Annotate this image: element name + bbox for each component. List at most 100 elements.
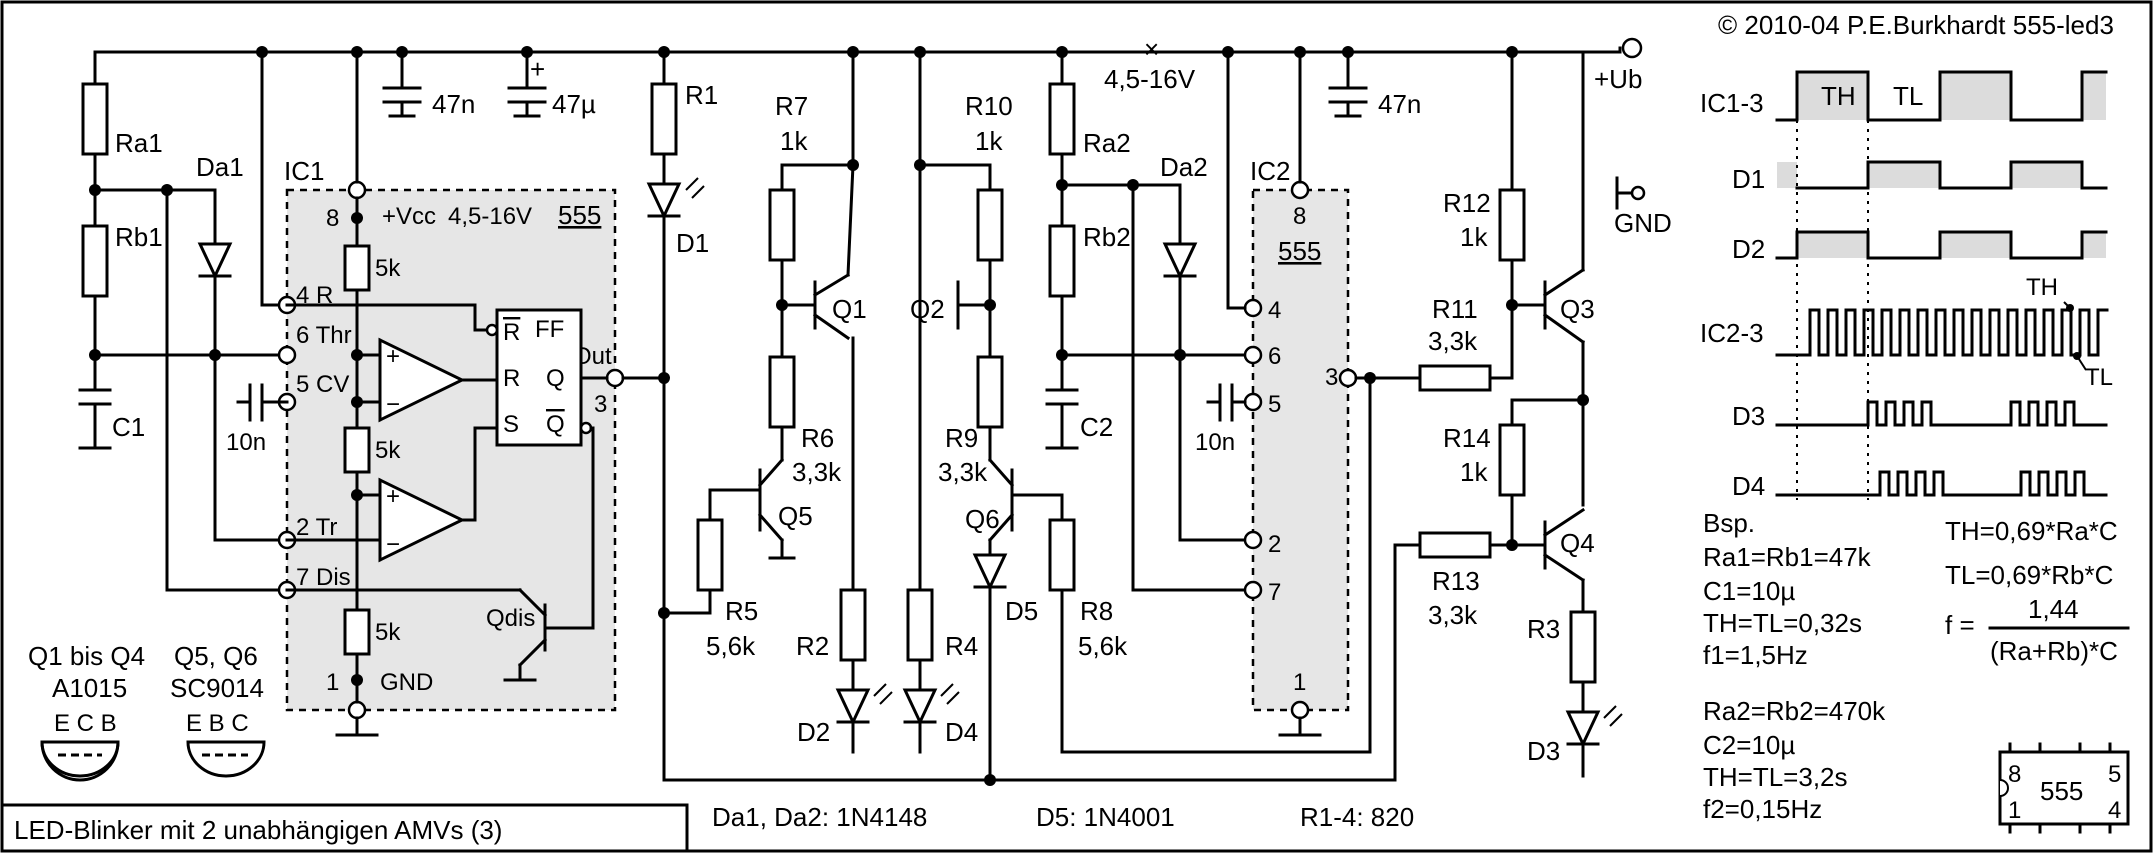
diode-da2 (1162, 242, 1198, 280)
d3-waveform (1775, 400, 2108, 427)
ic1-box (285, 188, 617, 712)
ic2-pin3: 3 (1325, 364, 1338, 391)
label-q2: Q2 (910, 294, 945, 324)
copyright: © 2010-04 P.E.Burkhardt 555-led3 (1718, 10, 2114, 40)
label-rb2: Rb2 (1083, 222, 1131, 252)
ic1-divider-r1 (343, 244, 371, 292)
label-r6: R6 (801, 423, 834, 453)
pinout-p1: 1 (2008, 797, 2021, 824)
led-d2 (835, 688, 871, 726)
label-r11: R11 (1432, 294, 1478, 324)
trans2-title: Q5, Q6 (174, 641, 258, 671)
caption-box (0, 803, 689, 853)
label-r8: R8 (1080, 596, 1113, 626)
timing-diagram: IC1-3 D1 D2 IC2-3 D3 D4 TH TL TH TL (1700, 70, 2113, 501)
note-d5: D5: 1N4001 (1036, 802, 1175, 832)
timing-tl2: TL (2085, 364, 2113, 391)
supply-range: 4,5-16V (1104, 64, 1196, 94)
pinout-chip-label: 555 (2040, 776, 2083, 806)
ic1-chip: 555 (558, 200, 601, 230)
label-ra1: Ra1 (115, 128, 163, 158)
note-r: R1-4: 820 (1300, 802, 1414, 832)
pinout-p4: 4 (2108, 797, 2121, 824)
formula-num: 1,44 (2028, 594, 2079, 624)
cap-47u: 47µ (552, 89, 596, 119)
resistor-r10 (976, 188, 1004, 262)
resistor-r7 (768, 188, 796, 262)
ic2-pin6: 6 (1268, 343, 1281, 370)
label-d5: D5 (1005, 596, 1038, 626)
ic1-cap-cv: 10n (226, 429, 266, 456)
cap-47n-1: 47n (432, 89, 475, 119)
timing-row-d2: D2 (1732, 234, 1765, 264)
timing-tl: TL (1893, 81, 1923, 111)
ic2-pin1: 1 (1293, 669, 1306, 696)
svg-text:+: + (386, 483, 400, 510)
label-q6: Q6 (965, 504, 1000, 534)
value-r10: 1k (975, 126, 1003, 156)
value-r9: 3,3k (938, 457, 988, 487)
led-d4 (902, 688, 938, 726)
ic1-pin-vcc: 8 (326, 205, 339, 232)
trans2-package (186, 740, 266, 778)
ic2-box (1251, 188, 1350, 712)
ff-qbar: Q (546, 411, 565, 438)
label-r14: R14 (1443, 423, 1491, 453)
comparator-upper (378, 337, 466, 423)
comparator-lower (378, 477, 466, 563)
pinout-p8: 8 (2008, 761, 2021, 788)
resistor-r8 (1048, 518, 1076, 592)
trans1-type: A1015 (52, 673, 127, 703)
example-head: Bsp. (1703, 508, 1755, 538)
resistor-r6 (768, 355, 796, 429)
ub-label: +Ub (1594, 64, 1642, 94)
ic2-chip: 555 (1278, 236, 1321, 266)
label-c1: C1 (112, 412, 145, 442)
pinout-p5: 5 (2108, 761, 2121, 788)
ic1-divider-r2 (343, 426, 371, 474)
resistor-r12 (1498, 188, 1526, 262)
ic2-pin7: 7 (1268, 579, 1281, 606)
ff-q: Q (546, 365, 565, 392)
resistor-ra2 (1048, 82, 1076, 156)
trans1-package (40, 740, 120, 782)
label-d2: D2 (797, 717, 830, 747)
ic1-gnd-label: GND (380, 669, 433, 696)
value-r13: 3,3k (1428, 600, 1478, 630)
trans2-type: SC9014 (170, 673, 264, 703)
trans1-pins: E C B (54, 710, 117, 737)
timing-row-d1: D1 (1732, 164, 1765, 194)
label-r13: R13 (1432, 566, 1480, 596)
example-2-3: f2=0,15Hz (1703, 794, 1822, 824)
rail-cross: × (1144, 34, 1159, 64)
ic2-cap-cv: 10n (1195, 429, 1235, 456)
ic1-out-pin: 3 (594, 391, 607, 418)
label-r7: R7 (775, 91, 808, 121)
ic2-pin8: 8 (1293, 203, 1306, 230)
ic1-pin-thr: 6 Thr (296, 322, 352, 349)
ic2-pin2: 2 (1268, 531, 1281, 558)
example-1-3: f1=1,5Hz (1703, 640, 1808, 670)
resistor-r11 (1418, 364, 1492, 392)
example-1-1: C1=10µ (1703, 576, 1795, 606)
ic1-pin-gnd: 1 (326, 669, 339, 696)
timing-row-ic1: IC1-3 (1700, 88, 1764, 118)
gnd-label: GND (1614, 208, 1672, 238)
label-r12: R12 (1443, 188, 1491, 218)
formula-f: f = (1945, 610, 1975, 640)
svg-text:−: − (386, 391, 400, 418)
ic1-pin-dis: 7 Dis (296, 564, 351, 591)
label-r4: R4 (945, 631, 978, 661)
timing-row-d3: D3 (1732, 401, 1765, 431)
label-d4: D4 (945, 717, 978, 747)
resistor-r3 (1569, 610, 1597, 684)
ic2-name: IC2 (1250, 156, 1290, 186)
resistor-r4 (906, 588, 934, 662)
example-2-0: Ra2=Rb2=470k (1703, 696, 1886, 726)
ic1-qdis: Qdis (486, 605, 535, 632)
formula-tl: TL=0,69*Rb*C (1945, 560, 2113, 590)
ic1-div1: 5k (375, 255, 401, 282)
formula-den: (Ra+Rb)*C (1990, 636, 2118, 666)
resistor-r2 (839, 588, 867, 662)
